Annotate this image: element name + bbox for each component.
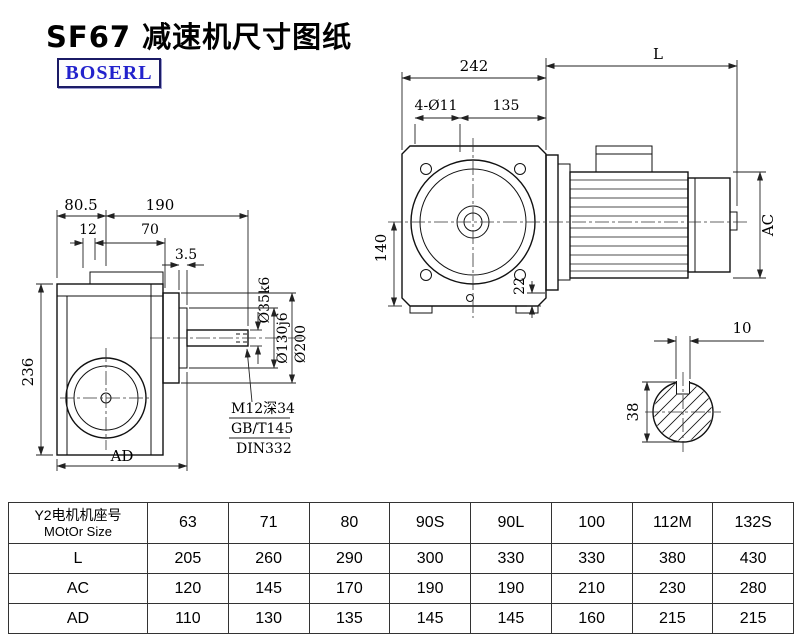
motor-size-header-en: MOtOr Size <box>44 523 112 539</box>
standard-din-label: DIN332 <box>236 441 292 457</box>
brand-logo: BOSERL <box>57 58 161 88</box>
row-label-l: L <box>8 543 148 574</box>
bolt-holes-label: 4-Ø11 <box>415 98 458 114</box>
spigot-diameter-label: Ø130j6 <box>275 312 291 364</box>
size-cell: 90L <box>470 502 552 544</box>
size-cell: 80 <box>308 502 391 544</box>
row-label-ad: AD <box>8 603 148 634</box>
value-cell: 190 <box>470 573 552 604</box>
motor-size-header-cn: Y2电机机座号 <box>34 507 122 524</box>
dim-70-label: 70 <box>141 222 159 238</box>
value-cell: 230 <box>631 573 714 604</box>
size-cell: 100 <box>550 502 633 544</box>
shaft-diameter-label: Ø35k6 <box>257 277 273 324</box>
dim-242-label: 242 <box>460 57 489 75</box>
front-view: 242 L 4-Ø11 135 140 22 <box>372 45 777 318</box>
value-cell: 160 <box>550 603 633 634</box>
value-cell: 300 <box>389 543 471 574</box>
value-cell: 170 <box>308 573 391 604</box>
bolt-hole <box>420 163 432 175</box>
dim-22-label: 22 <box>512 277 528 295</box>
table-row-ac: AC 120 145 170 190 190 210 230 280 <box>8 573 794 604</box>
motor-flange-plate <box>545 154 559 291</box>
dim-38-label: 38 <box>624 402 642 421</box>
dim-3-5-label: 3.5 <box>175 247 197 263</box>
dim-ac-label: AC <box>759 214 777 237</box>
dim-135-label: 135 <box>493 98 520 114</box>
value-cell: 145 <box>227 573 310 604</box>
dim-190-label: 190 <box>146 196 175 214</box>
value-cell: 215 <box>712 603 794 634</box>
value-cell: 145 <box>389 603 471 634</box>
value-cell: 210 <box>550 573 633 604</box>
size-cell: 132S <box>712 502 794 544</box>
motor-fins <box>570 179 688 272</box>
technical-drawing: 80.5 190 12 70 3.5 236 <box>19 45 777 471</box>
value-cell: 205 <box>147 543 229 574</box>
brand-logo-text: BOSERL <box>65 61 153 84</box>
shaft-end-view: 10 38 <box>624 319 764 452</box>
size-cell: 112M <box>631 502 714 544</box>
side-view: 80.5 190 12 70 3.5 236 <box>19 196 309 471</box>
row-label-ac: AC <box>8 573 148 604</box>
value-cell: 260 <box>227 543 310 574</box>
dim-10-label: 10 <box>732 319 751 337</box>
dim-80-5-label: 80.5 <box>64 196 97 214</box>
page-title: SF67 减速机尺寸图纸 <box>46 20 353 54</box>
value-cell: 380 <box>631 543 714 574</box>
dim-ad-label: AD <box>110 447 134 465</box>
value-cell: 110 <box>147 603 229 634</box>
flange-diameter-label: Ø200 <box>293 325 309 363</box>
dimension-table: Y2电机机座号 MOtOr Size 63 71 80 90S 90L 100 … <box>8 502 794 634</box>
value-cell: 190 <box>389 573 471 604</box>
terminal-box <box>595 145 653 173</box>
table-row-ad: AD 110 130 135 145 145 160 215 215 <box>8 603 794 634</box>
size-cell: 71 <box>227 502 310 544</box>
tap-note-label: M12深34 <box>231 401 295 417</box>
bolt-hole <box>420 269 432 281</box>
motor-rear-stub <box>729 211 738 231</box>
dim-12-label: 12 <box>79 222 97 238</box>
bolt-hole <box>514 269 526 281</box>
value-cell: 215 <box>631 603 714 634</box>
value-cell: 145 <box>470 603 552 634</box>
motor-size-header-cell: Y2电机机座号 MOtOr Size <box>8 502 148 544</box>
value-cell: 280 <box>712 573 794 604</box>
bolt-hole <box>514 163 526 175</box>
value-cell: 135 <box>308 603 391 634</box>
fan-cover <box>687 177 731 273</box>
motor-size-row: Y2电机机座号 MOtOr Size 63 71 80 90S 90L 100 … <box>8 502 794 544</box>
value-cell: 330 <box>470 543 552 574</box>
foot-left <box>409 306 433 314</box>
value-cell: 430 <box>712 543 794 574</box>
dim-236-label: 236 <box>19 358 37 387</box>
standard-gb-label: GB/T145 <box>231 421 293 437</box>
size-cell: 90S <box>389 502 471 544</box>
value-cell: 330 <box>550 543 633 574</box>
drain-plug <box>466 294 474 302</box>
size-cell: 63 <box>147 502 229 544</box>
housing-top-step <box>89 271 164 284</box>
dim-140-label: 140 <box>372 234 390 263</box>
dim-l-label: L <box>653 45 663 63</box>
table-row-l: L 205 260 290 300 330 330 380 430 <box>8 543 794 574</box>
motor-body <box>569 171 689 279</box>
value-cell: 130 <box>227 603 310 634</box>
foot-right <box>515 306 539 314</box>
value-cell: 290 <box>308 543 391 574</box>
value-cell: 120 <box>147 573 229 604</box>
